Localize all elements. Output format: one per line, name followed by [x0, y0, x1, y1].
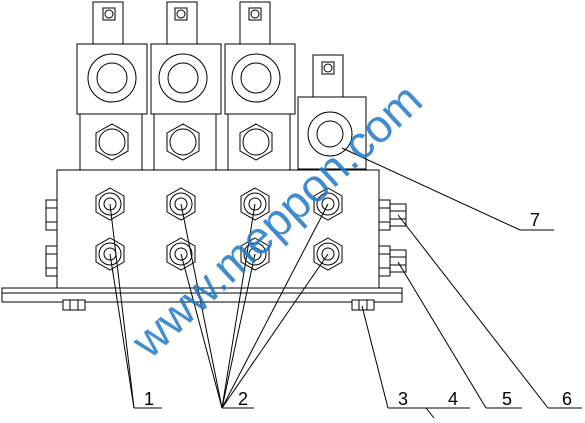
leader-line-7	[341, 147, 554, 231]
fitting-6	[389, 249, 407, 273]
callout-label-1: 1	[144, 389, 154, 409]
solenoid-valve-4	[297, 54, 367, 170]
leader-line-5	[397, 261, 522, 409]
port-fitting-upper-4	[313, 187, 343, 221]
solenoid-valve-1	[76, 1, 148, 171]
callout-label-3: 3	[398, 389, 408, 409]
callout-label-5: 5	[502, 389, 512, 409]
port-fitting-lower-2	[166, 237, 196, 271]
side-plug-left-lower	[45, 245, 58, 277]
leader-lines-3-4	[361, 305, 470, 419]
mounting-foot-left	[62, 299, 86, 311]
leader-line-6	[397, 214, 582, 409]
callout-label-4: 4	[448, 389, 458, 409]
solenoid-valve-3	[224, 1, 296, 171]
port-fitting-upper-3	[240, 187, 270, 221]
leader-lines-2	[180, 203, 329, 409]
port-fitting-upper-2	[166, 187, 196, 221]
leader-lines-1	[109, 203, 162, 409]
side-plug-left-upper	[45, 199, 58, 231]
side-plug-right-lower	[378, 245, 391, 277]
port-fitting-lower-4	[313, 237, 343, 271]
port-fitting-upper-1	[95, 187, 125, 221]
solenoid-valve-2	[150, 1, 222, 171]
port-fitting-lower-3	[240, 237, 270, 271]
callout-label-2: 2	[238, 389, 248, 409]
callout-label-7: 7	[530, 210, 540, 230]
callout-label-6: 6	[562, 389, 572, 409]
side-plug-right-upper	[378, 199, 391, 231]
